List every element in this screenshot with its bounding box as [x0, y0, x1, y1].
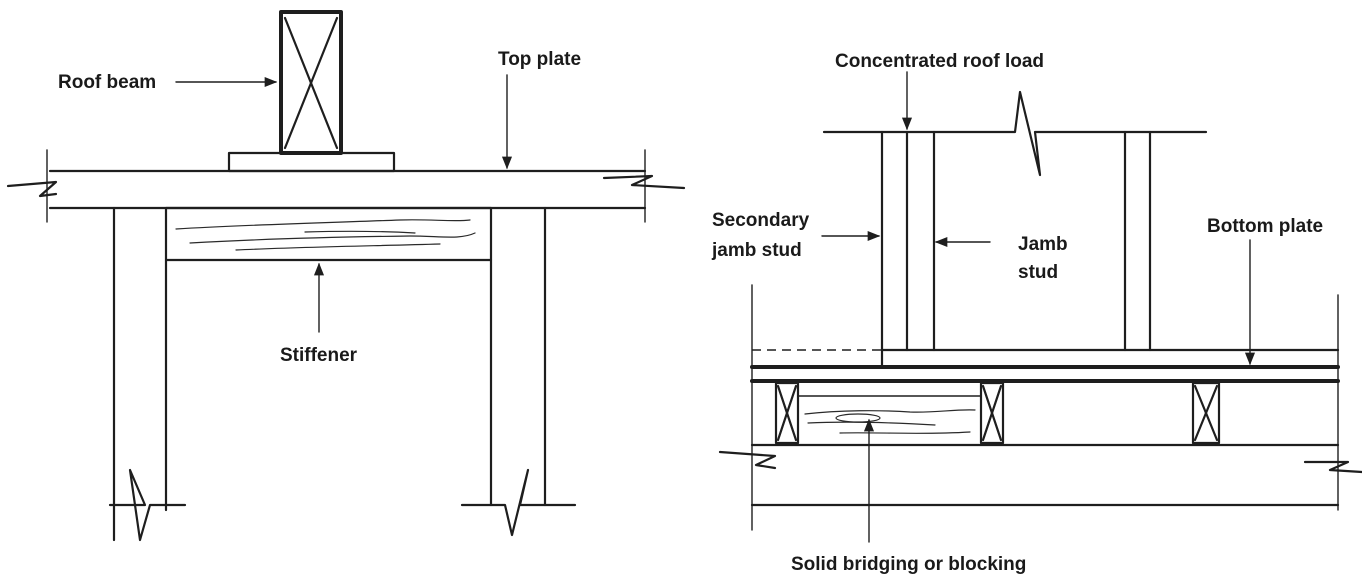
right-drawing: Concentrated roof load Secondary jamb st…	[711, 51, 1362, 575]
concentrated-roof-load-label: Concentrated roof load	[835, 51, 1044, 72]
top-plate-label: Top plate	[498, 49, 581, 70]
blocking-middle	[979, 381, 1005, 445]
intermediate-stud	[1123, 130, 1152, 352]
bottom-plate	[750, 284, 1340, 531]
stiffener	[164, 206, 493, 262]
secondary-jamb-stud-label-line1: Secondary	[712, 210, 810, 231]
joist-band	[718, 443, 1362, 507]
header-line	[822, 90, 1208, 177]
blocking-right	[1191, 381, 1221, 445]
blocking-left	[774, 381, 800, 445]
jamb-studs	[880, 130, 936, 367]
solid-bridging	[797, 395, 982, 434]
left-stud	[108, 206, 187, 542]
jamb-stud-label-line2: stud	[1018, 262, 1058, 283]
jamb-stud-label-line1: Jamb	[1018, 234, 1068, 255]
solid-bridging-label: Solid bridging or blocking	[791, 554, 1026, 575]
stiffener-label: Stiffener	[280, 345, 358, 366]
roof-beam	[279, 10, 343, 155]
top-plate	[6, 149, 686, 223]
roof-beam-label: Roof beam	[58, 72, 156, 93]
bearing-block	[227, 151, 396, 173]
left-drawing: Roof beam Top plate Stiffener	[6, 10, 686, 542]
bottom-plate-label: Bottom plate	[1207, 216, 1323, 237]
secondary-jamb-stud-label-line2: jamb stud	[711, 240, 802, 261]
right-stud	[460, 206, 577, 537]
